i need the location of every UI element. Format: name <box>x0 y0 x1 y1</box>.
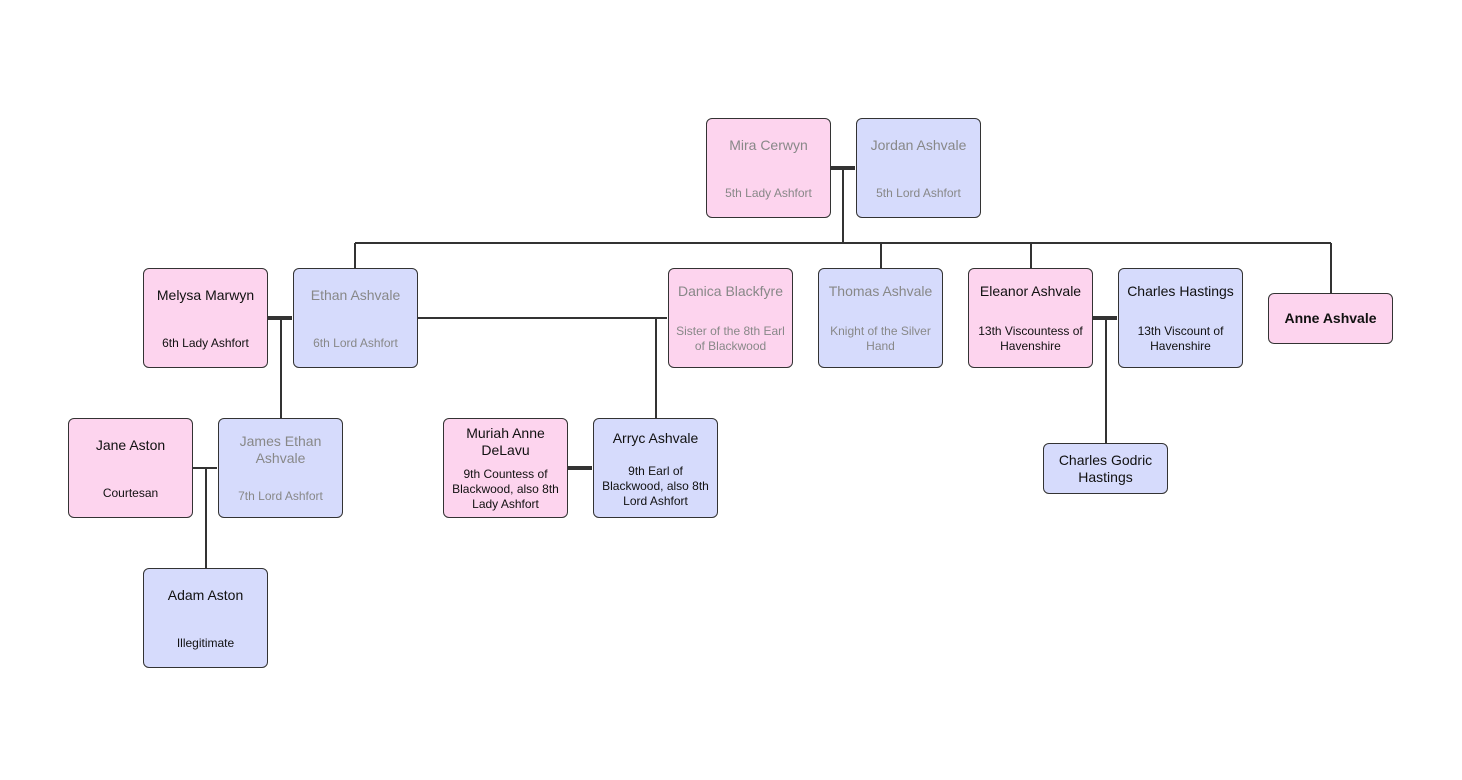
person-title: 13th Viscount of Havenshire <box>1137 324 1224 353</box>
person-adam-aston[interactable]: Adam Aston Illegitimate <box>143 568 268 668</box>
person-jane-aston[interactable]: Jane Aston Courtesan <box>68 418 193 518</box>
person-mira-cerwyn[interactable]: Mira Cerwyn 5th Lady Ashfort <box>706 118 831 218</box>
person-anne-ashvale[interactable]: Anne Ashvale <box>1268 293 1393 344</box>
person-melysa-marwyn[interactable]: Melysa Marwyn 6th Lady Ashfort <box>143 268 268 368</box>
person-name: Danica Blackfyre <box>677 283 784 299</box>
person-thomas-ashvale[interactable]: Thomas Ashvale Knight of the Silver Hand <box>818 268 943 368</box>
person-name: Adam Aston <box>167 587 244 603</box>
person-name: Eleanor Ashvale <box>979 283 1082 299</box>
person-name: Charles Hastings <box>1127 283 1234 299</box>
person-danica-blackfyre[interactable]: Danica Blackfyre Sister of the 8th Earl … <box>668 268 793 368</box>
person-title: Knight of the Silver Hand <box>830 324 931 353</box>
person-title: Sister of the 8th Earl of Blackwood <box>676 324 785 353</box>
person-title: 6th Lord Ashfort <box>313 336 398 350</box>
person-name: Jane Aston <box>95 437 166 453</box>
person-charles-godric-hastings[interactable]: Charles Godric Hastings <box>1043 443 1168 494</box>
person-title: 6th Lady Ashfort <box>162 336 249 350</box>
person-eleanor-ashvale[interactable]: Eleanor Ashvale 13th Viscountess of Have… <box>968 268 1093 368</box>
person-charles-hastings[interactable]: Charles Hastings 13th Viscount of Havens… <box>1118 268 1243 368</box>
person-title: 13th Viscountess of Havenshire <box>978 324 1083 353</box>
person-title: Courtesan <box>102 486 159 500</box>
person-name: Muriah Anne DeLavu <box>466 425 545 458</box>
person-name: Charles Godric Hastings <box>1058 451 1153 485</box>
person-title: 7th Lord Ashfort <box>238 489 323 503</box>
person-jordan-ashvale[interactable]: Jordan Ashvale 5th Lord Ashfort <box>856 118 981 218</box>
person-james-ethan-ashvale[interactable]: James Ethan Ashvale 7th Lord Ashfort <box>218 418 343 518</box>
person-name: Jordan Ashvale <box>870 137 967 153</box>
person-muriah-anne-delavu[interactable]: Muriah Anne DeLavu 9th Countess of Black… <box>443 418 568 518</box>
person-name: Arryc Ashvale <box>612 430 699 446</box>
person-title: 5th Lord Ashfort <box>876 186 961 200</box>
person-ethan-ashvale[interactable]: Ethan Ashvale 6th Lord Ashfort <box>293 268 418 368</box>
person-name: James Ethan Ashvale <box>239 433 322 466</box>
person-title: Illegitimate <box>176 636 235 650</box>
person-arryc-ashvale[interactable]: Arryc Ashvale 9th Earl of Blackwood, als… <box>593 418 718 518</box>
person-title: 9th Earl of Blackwood, also 8th Lord Ash… <box>602 464 709 508</box>
person-name: Mira Cerwyn <box>729 137 808 153</box>
person-name: Ethan Ashvale <box>310 287 401 303</box>
person-name: Thomas Ashvale <box>828 283 933 299</box>
person-title: 9th Countess of Blackwood, also 8th Lady… <box>452 467 559 511</box>
person-name: Anne Ashvale <box>1284 310 1377 326</box>
person-title: 5th Lady Ashfort <box>725 186 812 200</box>
person-name: Melysa Marwyn <box>156 287 255 303</box>
